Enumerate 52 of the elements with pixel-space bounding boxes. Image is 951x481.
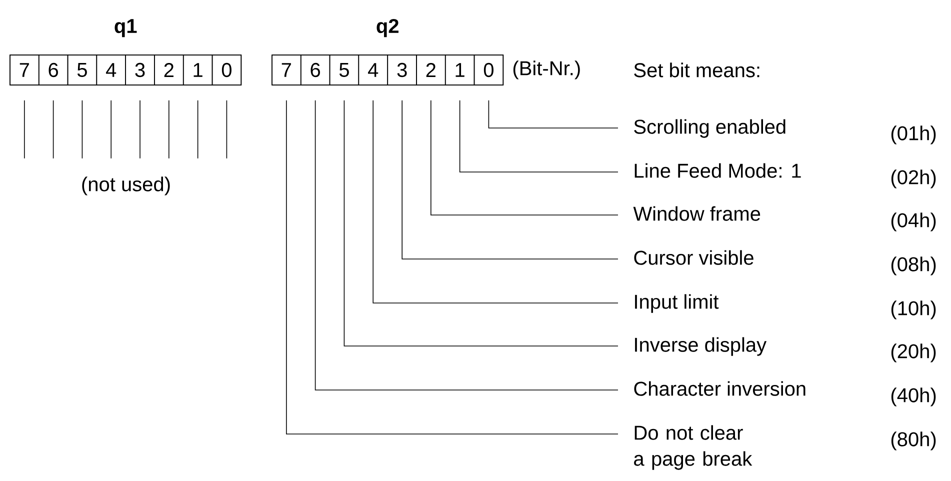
bit-cell: 1 xyxy=(182,54,213,86)
hex-value: (80h) xyxy=(891,432,936,450)
bit-leader-line xyxy=(372,100,618,304)
bit-line xyxy=(110,100,112,159)
heading-text: Set bit means: xyxy=(634,62,760,78)
bit-cell: 2 xyxy=(416,54,446,86)
bit-cell: 0 xyxy=(212,54,242,86)
bit-cell: 2 xyxy=(154,54,184,86)
bit-cell: 3 xyxy=(125,54,155,86)
bit-line xyxy=(82,100,83,159)
bit-cell: 7 xyxy=(10,54,40,86)
bit-meaning: Window frame xyxy=(633,206,760,221)
bit-meaning: Cursor visible xyxy=(634,250,754,265)
bit-leader-line xyxy=(459,100,618,172)
hex-value: (20h) xyxy=(891,344,936,362)
bit-cell: 3 xyxy=(387,54,417,86)
bit-leader-line xyxy=(286,100,618,434)
bit-leader-line xyxy=(344,100,618,346)
bit-leader-line xyxy=(488,100,618,128)
bit-meaning: Inverse display xyxy=(635,337,767,356)
bit-cell: 5 xyxy=(329,54,360,86)
bit-cell: 1 xyxy=(444,54,475,86)
bit-leader-line xyxy=(402,100,618,260)
bit-line xyxy=(226,100,228,159)
bit-cell: 0 xyxy=(474,54,504,86)
bit-leader-line xyxy=(430,100,618,216)
register-heading: q1 xyxy=(114,19,137,38)
bit-cell: 6 xyxy=(300,54,330,86)
bit-cell: 4 xyxy=(358,54,388,86)
hex-value: (10h) xyxy=(891,300,936,320)
bit-cell: 4 xyxy=(96,54,126,86)
bit-meaning: Do not clear a page break xyxy=(634,425,752,470)
bit-cell: 5 xyxy=(67,54,98,86)
bit-cell: 7 xyxy=(272,54,302,86)
note-text: (Bit-Nr.) xyxy=(513,60,580,80)
hex-value: (04h) xyxy=(891,212,936,232)
hex-value: (02h) xyxy=(891,170,936,188)
bit-line xyxy=(197,100,198,159)
bit-leader-line xyxy=(314,100,618,390)
bit-meaning: Input limit xyxy=(635,294,719,313)
bit-line xyxy=(24,100,25,159)
bit-meaning: Line Feed Mode: 1 xyxy=(634,163,801,178)
bit-line xyxy=(52,100,54,159)
bit-meaning: Character inversion xyxy=(634,381,806,396)
hex-value: (40h) xyxy=(891,388,936,406)
note-text: (not used) xyxy=(82,176,170,196)
bit-cell: 6 xyxy=(38,54,68,86)
hex-value: (08h) xyxy=(891,256,936,276)
bit-line xyxy=(168,100,170,159)
register-heading: q2 xyxy=(376,18,398,38)
hex-value: (01h) xyxy=(891,126,936,144)
bit-meaning: Scrolling enabled xyxy=(634,119,786,138)
